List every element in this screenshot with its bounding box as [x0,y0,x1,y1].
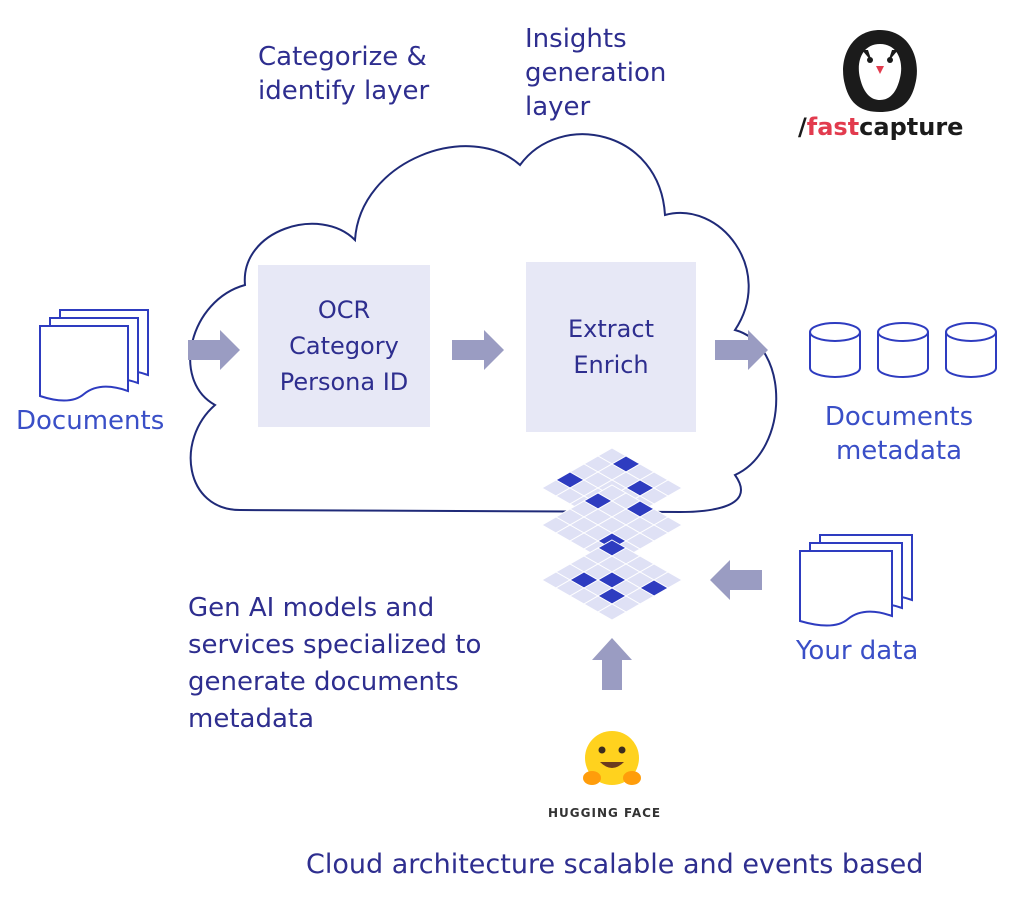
genai-line-2: services specialized to [188,630,482,660]
your-data-stack-icon [799,534,913,627]
neural-grid-icon [540,447,684,621]
database-icon [945,322,997,378]
footer-caption: Cloud architecture scalable and events b… [306,849,924,880]
genai-line-4: metadata [188,704,315,734]
database-icon-group [809,322,997,378]
arrow-left-icon [710,560,762,600]
logo-capture: capture [859,113,964,141]
arrow-right-icon [715,330,768,370]
documents-label: Documents [16,406,165,436]
categorize-line-1: Categorize & [258,42,427,72]
insights-layer-label: Insights generation layer [525,22,666,124]
your-data-label: Your data [796,636,919,666]
categorize-line-2: identify layer [258,76,430,106]
extract-enrich-box: Extract Enrich [526,262,696,432]
hugging-face-emoji-icon [583,731,641,785]
arrow-right-icon [188,330,240,370]
ocr-box-line-2: Category [289,332,399,360]
logo-slash: / [798,113,807,141]
genai-description: Gen AI models and services specialized t… [188,590,481,738]
extract-box-line-1: Extract [568,315,654,343]
logo-fast: fast [806,113,860,141]
extract-box-line-2: Enrich [573,351,649,379]
genai-line-1: Gen AI models and [188,593,435,623]
arrow-right-icon [452,330,504,370]
grid-cell [596,603,628,621]
documents-metadata-line-1: Documents [824,402,974,432]
ocr-category-box: OCR Category Persona ID [258,265,430,427]
database-icon [809,322,861,378]
insights-line-2: generation [525,58,667,88]
hugging-face-caption: HUGGING FACE [548,806,662,820]
categorize-layer-label: Categorize & identify layer [258,40,429,108]
ocr-box-line-1: OCR [317,296,371,324]
insights-line-1: Insights [525,24,627,54]
arrows [188,330,768,690]
documents-stack-icon [39,309,149,402]
documents-metadata-line-2: metadata [835,436,962,466]
documents-metadata-label: Documents metadata [824,400,974,468]
genai-line-3: generate documents [188,667,459,697]
ocr-box-line-3: Persona ID [279,368,409,396]
owl-logo-icon [843,30,917,112]
fastcapture-logo: /fastcapture [798,113,963,141]
insights-line-3: layer [525,92,591,122]
database-icon [877,322,929,378]
arrow-up-icon [592,638,632,690]
